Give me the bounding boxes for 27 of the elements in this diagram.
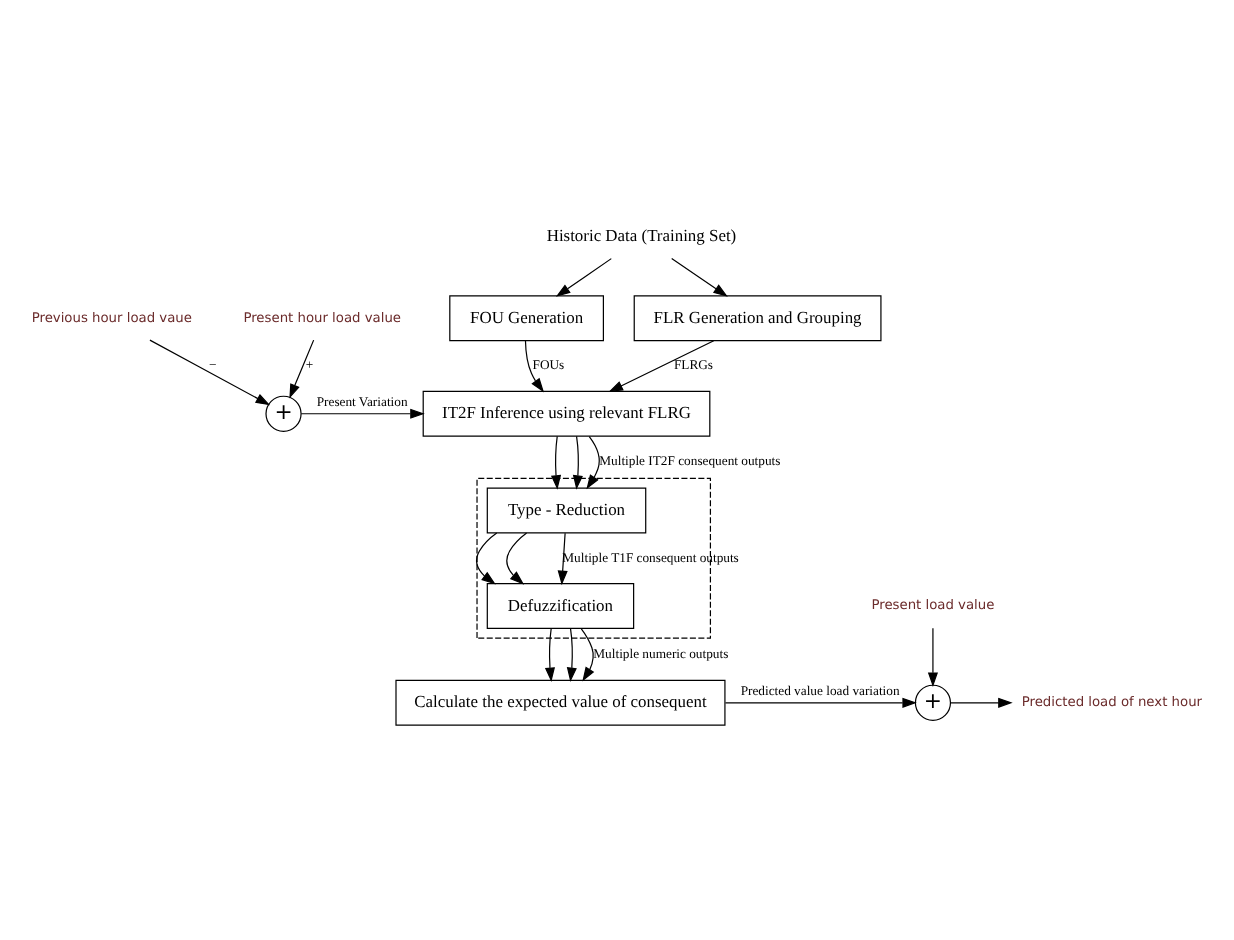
arrow bbox=[289, 339, 315, 399]
arrow bbox=[586, 435, 600, 490]
node-box: FLR Generation and Grouping bbox=[633, 295, 882, 342]
arrow bbox=[580, 628, 595, 682]
arrow bbox=[724, 697, 917, 708]
node-text: Historic Data (Training Set) bbox=[546, 225, 737, 246]
arrow bbox=[950, 697, 1013, 708]
arrow bbox=[572, 435, 583, 490]
node-circle: + bbox=[914, 684, 952, 721]
arrow bbox=[149, 339, 271, 406]
arrow bbox=[524, 340, 545, 393]
node-box: FOU Generation bbox=[449, 295, 604, 342]
node-box: Calculate the expected value of consequent bbox=[395, 679, 726, 726]
arrow bbox=[300, 408, 425, 419]
arrow bbox=[476, 532, 498, 585]
arrow bbox=[927, 627, 938, 687]
arrow bbox=[671, 257, 728, 297]
arrow bbox=[608, 340, 715, 393]
arrow bbox=[550, 435, 562, 490]
node-box: Type - Reduction bbox=[486, 487, 647, 534]
node-circle: + bbox=[265, 395, 302, 432]
arrow bbox=[566, 628, 577, 683]
arrow bbox=[506, 532, 528, 585]
node-box: Defuzzification bbox=[486, 583, 635, 630]
node-box: IT2F Inference using relevant FLRG bbox=[422, 390, 711, 437]
arrow bbox=[555, 258, 612, 297]
arrow bbox=[544, 628, 556, 683]
